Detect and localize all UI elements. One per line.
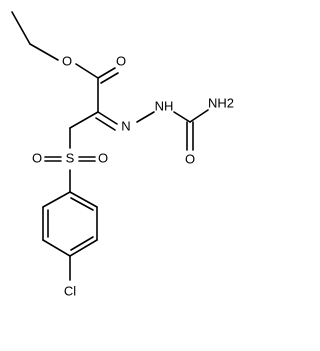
chlorine-label: Cl [64, 283, 76, 298]
ring-inner-bond-3 [70, 197, 94, 211]
urea-oxygen-label: O [185, 151, 195, 166]
bond-n-nh [136, 111, 155, 123]
bond-carbonyl-double-1 [97, 67, 116, 79]
ring-inner-bond-2 [70, 236, 94, 251]
bond-c-n-double-1 [97, 111, 118, 125]
ring-bond-3 [42, 239, 71, 257]
bond-urea-c-nh2 [189, 109, 209, 123]
ring-bond-4 [69, 239, 98, 257]
amine-nh2-label: NH2 [208, 95, 234, 110]
ring-bond-1 [42, 191, 71, 208]
ester-oxygen-label: O [62, 53, 72, 68]
sulfonyl-oxygen-left-label: O [32, 150, 42, 165]
bond-alpha-c-ch2 [69, 111, 99, 129]
sulfonyl-oxygen-right-label: O [98, 150, 108, 165]
carbonyl-oxygen-label: O [116, 53, 126, 68]
imine-nitrogen-label: N [121, 118, 130, 133]
bond-ethyl-ch3-ch2 [11, 11, 31, 45]
sulfur-label: S [66, 150, 75, 165]
bond-nh-urea-c [173, 111, 191, 123]
bond-c-n-double-2 [95, 117, 116, 131]
molecule-canvas: O O N NH NH2 O S O O Cl [11, 11, 234, 298]
bond-o-carbonyl-c [75, 63, 99, 79]
bond-carbonyl-double-2 [100, 72, 119, 84]
bond-ethyl-ch2-o [29, 43, 59, 61]
molecule-drawing: O O N NH NH2 O S O O Cl [11, 11, 234, 298]
hydrazone-nh-label: NH [155, 98, 174, 113]
ring-bond-6 [69, 191, 98, 208]
